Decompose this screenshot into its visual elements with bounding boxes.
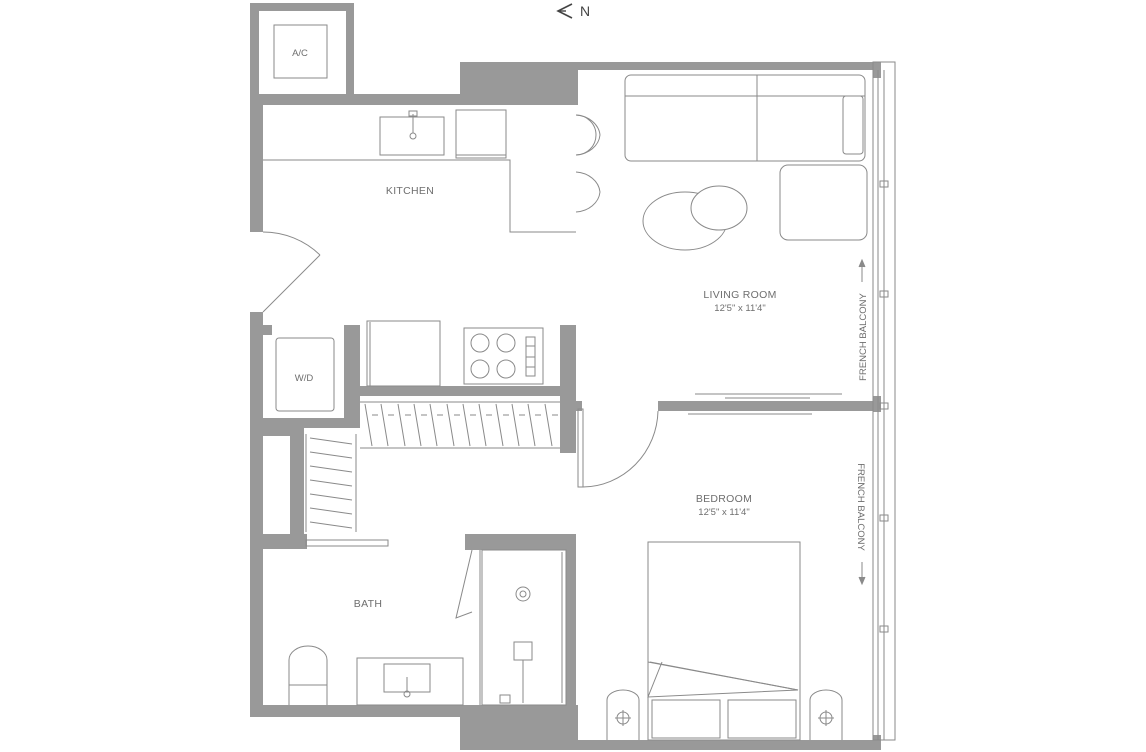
room-size-living: 12'5" x 11'4" — [714, 303, 765, 314]
bar-stool-icon — [575, 114, 601, 156]
window-strip — [872, 61, 896, 741]
vanity-sink-icon — [356, 657, 464, 706]
side-table — [690, 185, 748, 231]
tv-console — [688, 393, 842, 415]
ac-label: A/C — [292, 48, 308, 59]
ac-unit — [273, 24, 328, 79]
bed — [647, 541, 801, 741]
room-size-bedroom: 12'5" x 11'4" — [698, 507, 749, 518]
balcony-label-lower: FRENCH BALCONY — [855, 463, 866, 551]
washer-dryer — [275, 337, 335, 412]
armchair — [779, 164, 868, 241]
sink-icon — [408, 110, 418, 140]
room-label-kitchen: KITCHEN — [386, 185, 434, 197]
nightstand-lamp-icon — [606, 689, 640, 740]
kitchen-counter — [263, 109, 576, 233]
balcony-label-upper: FRENCH BALCONY — [858, 293, 869, 381]
shower — [481, 549, 567, 706]
north-label: N — [580, 3, 590, 19]
bathroom-door — [455, 549, 481, 705]
sofa — [624, 74, 866, 162]
toilet-icon — [288, 645, 328, 705]
balcony-arrow-icon — [858, 562, 866, 586]
room-label-bedroom: BEDROOM — [696, 493, 752, 505]
kitchen-lower-counter — [366, 320, 544, 387]
walls — [250, 3, 881, 750]
closet-shelf — [305, 434, 357, 532]
closet-shelf — [360, 401, 560, 449]
bedroom-door — [577, 408, 659, 488]
room-label-bath: BATH — [354, 598, 382, 610]
wd-label: W/D — [295, 373, 314, 384]
room-label-living: LIVING ROOM — [703, 289, 776, 301]
nightstand-lamp-icon — [809, 689, 843, 740]
entry-door — [262, 231, 321, 313]
balcony-arrow-icon — [858, 258, 866, 282]
bar-stool-icon — [575, 171, 601, 213]
closet-rod — [305, 539, 389, 547]
cooktop-icon — [470, 333, 536, 379]
north-arrow-icon — [556, 3, 573, 19]
